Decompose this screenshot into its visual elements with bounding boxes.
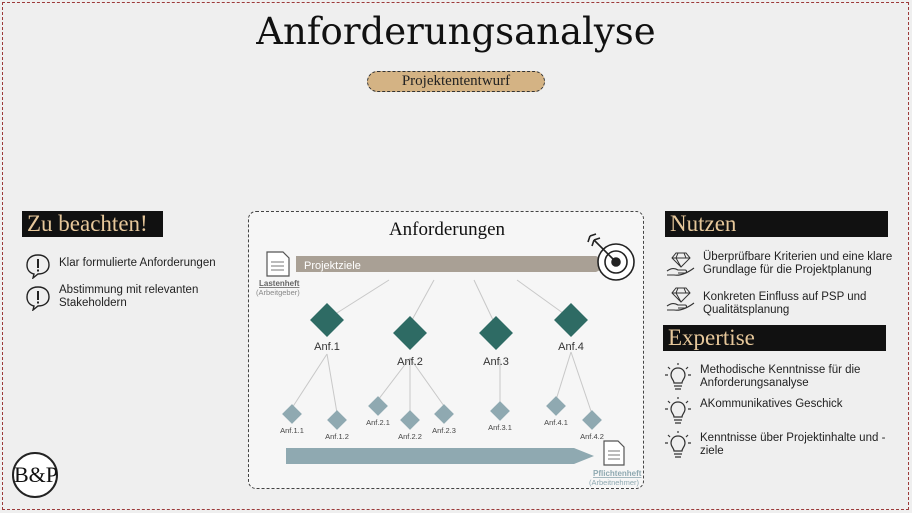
requirement-label-l2: Anf.1.2 [325,432,349,441]
diamond-hand-icon [666,287,695,311]
requirement-label-l2: Anf.1.1 [280,426,304,435]
nutzen-heading: Nutzen [665,211,888,237]
pflichtenheft-arrow [286,448,594,464]
projektziele-arrow [296,256,614,272]
requirements-diagram: Projektziele Lastenheft (Arbeitgeber) Pf… [248,211,644,489]
nutzen-item-1: Überprüfbare Kriterien und eine klare Gr… [703,251,893,276]
pflichtenheft-doc-icon [603,440,625,466]
speech-exclamation-icon [26,254,50,279]
subtitle-badge: Projektententwurf [367,71,545,92]
requirement-node-l2 [490,401,510,421]
lightbulb-icon [665,431,691,458]
requirement-node-l1 [310,303,344,337]
requirement-node-l2 [434,404,454,424]
connector-lines [291,279,593,415]
page-title: Anforderungsanalyse [256,10,656,53]
pflichtenheft-sub: (Arbeitnehmer) [589,478,640,487]
requirement-node-l2 [282,404,302,424]
lightbulb-icon [665,397,691,424]
requirement-label-l1: Anf.1 [314,341,340,353]
requirement-node-l2 [327,410,347,430]
lightbulb-icon [665,363,691,390]
lastenheft-sub: (Arbeitgeber) [256,288,300,297]
requirement-node-l1 [479,316,513,350]
lastenheft-doc-icon [266,251,290,277]
requirement-label-l1: Anf.3 [483,356,509,368]
diagram-title: Anforderungen [388,219,506,240]
requirement-label-l2: Anf.2.1 [366,418,390,427]
expertise-heading: Expertise [663,325,886,351]
requirement-node-l2 [582,410,602,430]
target-icon [587,233,635,281]
requirement-label-l2: Anf.2.3 [432,426,456,435]
requirement-node-l1 [554,303,588,337]
requirement-node-l2 [400,410,420,430]
zu-beachten-item-1: Klar formulierte Anforderungen [59,257,216,269]
speech-exclamation-icon [26,286,50,311]
requirement-label-l2: Anf.4.2 [580,432,604,441]
diamond-hand-icon [666,252,695,276]
lastenheft-label: Lastenheft [259,279,300,288]
requirement-node-l2 [368,396,388,416]
bp-logo: B&P [12,452,58,498]
requirement-label-l2: Anf.4.1 [544,418,568,427]
requirement-label-l2: Anf.2.2 [398,432,422,441]
requirement-node-l2 [546,396,566,416]
expertise-item-3: Kenntnisse über Projektinhalte und -ziel… [700,432,886,457]
expertise-item-2: AKommunikatives Geschick [700,398,843,410]
zu-beachten-heading: Zu beachten! [22,211,163,237]
nutzen-item-2: Konkreten Einfluss auf PSP und Qualitäts… [703,291,867,316]
expertise-item-1: Methodische Kenntnisse für die Anforderu… [700,364,861,389]
requirement-label-l2: Anf.3.1 [488,423,512,432]
zu-beachten-item-2: Abstimmung mit relevanten Stakeholdern [59,284,199,309]
requirement-label-l1: Anf.2 [397,356,423,368]
pflichtenheft-label: Pflichtenheft [593,469,642,478]
logo-text: B&P [14,462,59,487]
diagram-canvas: Projektziele Lastenheft (Arbeitgeber) Pf… [256,233,642,487]
projektziele-label: Projektziele [304,260,361,272]
requirement-label-l1: Anf.4 [558,341,584,353]
requirement-node-l1 [393,316,427,350]
